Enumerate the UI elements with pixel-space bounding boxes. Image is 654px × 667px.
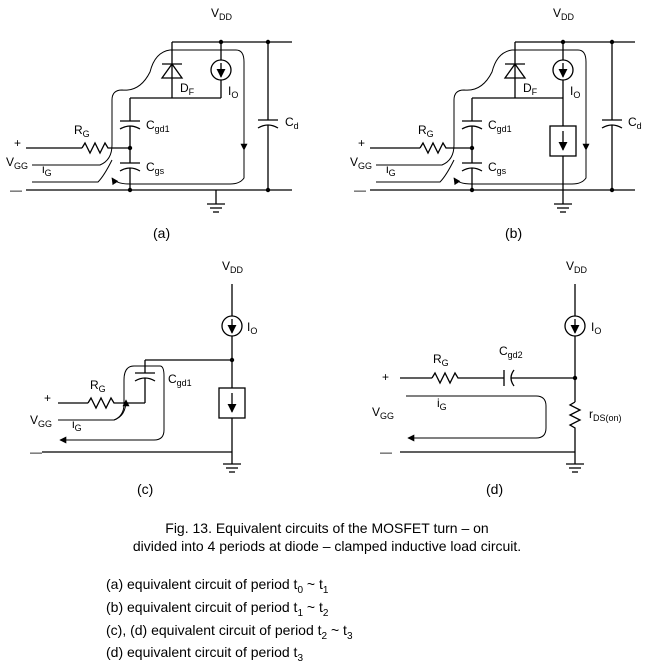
svg-text:Cgs: Cgs xyxy=(146,160,165,176)
circuit-a: VDD RG Cgd1 Cgs DF IO Cd + VGG iG — (a) xyxy=(6,6,299,241)
note-a: (a) equivalent circuit of period t0 ~ t1 xyxy=(106,576,329,596)
svg-text:+: + xyxy=(14,136,21,150)
circuit-d: VDD IO Cgd2 RG rDS(on) + VGG iG — (d) xyxy=(372,259,622,497)
circuit-b: VDD RG Cgd1 Cgs DF IO Cd + VGG iG — (b) xyxy=(350,6,642,241)
svg-text:VDD: VDD xyxy=(553,6,575,22)
svg-text:+: + xyxy=(44,391,51,405)
svg-text:VGG: VGG xyxy=(6,155,28,171)
svg-text:iG: iG xyxy=(386,162,396,178)
svg-text:—: — xyxy=(10,183,22,197)
svg-text:IO: IO xyxy=(228,84,238,100)
svg-text:rDS(on): rDS(on) xyxy=(589,407,622,423)
svg-text:Cgs: Cgs xyxy=(488,160,507,176)
svg-text:VDD: VDD xyxy=(222,259,244,275)
svg-text:iG: iG xyxy=(437,396,447,412)
note-c-d: (c), (d) equivalent circuit of period t2… xyxy=(106,621,353,642)
circuit-c: VDD IO Cgd1 RG + VGG iG — (c) xyxy=(30,259,257,497)
svg-text:(a): (a) xyxy=(153,225,170,241)
svg-text:IO: IO xyxy=(570,84,580,100)
svg-text:Cgd2: Cgd2 xyxy=(499,344,523,360)
period-notes: (a) equivalent circuit of period t0 ~ t1… xyxy=(106,576,353,667)
circuit-diagrams: VDD RG Cgd1 Cgs DF IO Cd + VGG iG — (a) xyxy=(6,6,642,497)
svg-text:IO: IO xyxy=(591,320,601,336)
svg-text:Cd: Cd xyxy=(285,115,299,131)
svg-text:RG: RG xyxy=(433,352,449,368)
svg-text:Cd: Cd xyxy=(628,115,642,131)
note-d: (d) equivalent circuit of period t3 xyxy=(106,644,303,665)
svg-text:DF: DF xyxy=(523,81,538,97)
svg-text:VGG: VGG xyxy=(372,405,394,421)
svg-text:+: + xyxy=(382,370,389,384)
svg-text:Cgd1: Cgd1 xyxy=(146,118,170,134)
svg-text:VGG: VGG xyxy=(350,155,372,171)
gate-resistor xyxy=(87,396,145,410)
svg-text:VDD: VDD xyxy=(566,259,588,275)
rds-resistor xyxy=(568,401,582,452)
svg-text:iG: iG xyxy=(42,162,52,178)
svg-text:—: — xyxy=(354,183,366,197)
note-b: (b) equivalent circuit of period t1 ~ t2 xyxy=(106,598,329,619)
svg-text:Cgd1: Cgd1 xyxy=(168,372,192,388)
svg-text:Cgd1: Cgd1 xyxy=(488,118,512,134)
gate-resistor xyxy=(81,141,130,155)
svg-text:(d): (d) xyxy=(486,481,503,497)
figure-caption-line1: Fig. 13. Equivalent circuits of the MOSF… xyxy=(165,520,489,536)
svg-text:(b): (b) xyxy=(505,225,522,241)
svg-text:VDD: VDD xyxy=(211,6,233,22)
svg-text:DF: DF xyxy=(180,81,195,97)
svg-text:(c): (c) xyxy=(137,481,153,497)
figure-caption-line2: divided into 4 periods at diode – clampe… xyxy=(132,538,522,554)
svg-text:+: + xyxy=(358,136,365,150)
svg-text:IO: IO xyxy=(247,320,257,336)
svg-text:—: — xyxy=(380,445,392,459)
svg-text:RG: RG xyxy=(90,378,106,394)
gate-resistor xyxy=(431,371,504,385)
svg-text:iG: iG xyxy=(72,417,82,433)
svg-text:VGG: VGG xyxy=(30,413,52,429)
svg-text:RG: RG xyxy=(418,123,434,139)
svg-text:—: — xyxy=(30,445,42,459)
svg-text:RG: RG xyxy=(74,123,90,139)
gate-resistor xyxy=(419,141,472,155)
